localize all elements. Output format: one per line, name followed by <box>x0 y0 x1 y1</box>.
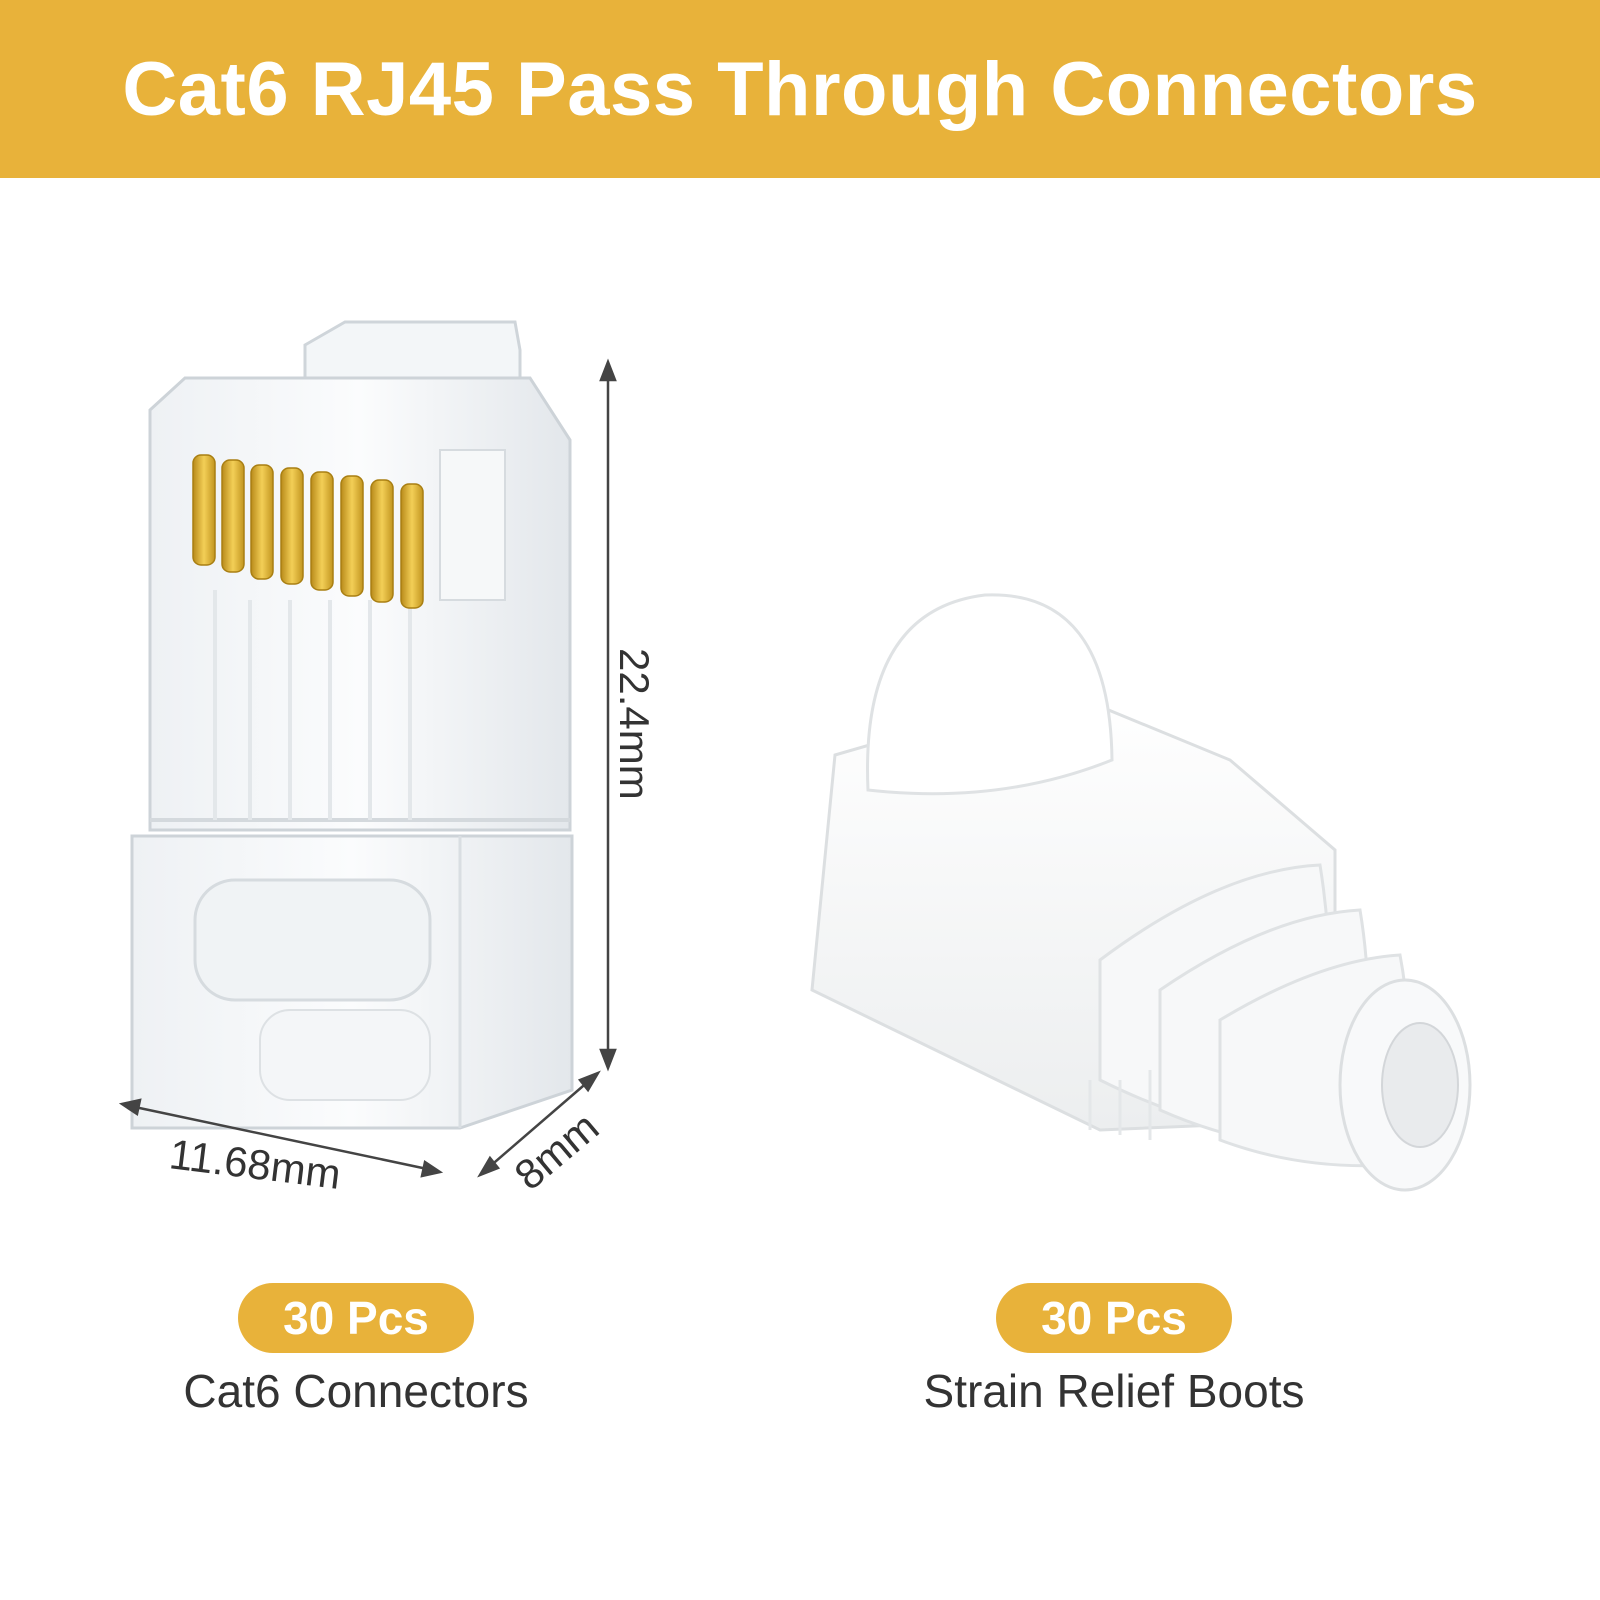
connector-quantity-badge: 30 Pcs <box>238 1283 474 1353</box>
connector-caption: Cat6 Connectors <box>183 1365 529 1417</box>
depth-dimension-label: 8mm <box>506 1103 608 1199</box>
rj45-connector-image <box>130 320 574 1130</box>
product-illustration: 22.4mm 11.68mm 8mm <box>118 320 1472 1199</box>
title-banner: Cat6 RJ45 Pass Through Connectors <box>0 0 1600 178</box>
dimension-lines <box>118 358 617 1178</box>
strain-relief-boot-image <box>810 593 1472 1192</box>
boot-quantity-text: 30 Pcs <box>1041 1292 1187 1344</box>
page-title: Cat6 RJ45 Pass Through Connectors <box>122 46 1478 132</box>
height-dimension-label: 22.4mm <box>611 648 658 800</box>
connector-quantity-text: 30 Pcs <box>283 1292 429 1344</box>
boot-quantity-badge: 30 Pcs <box>996 1283 1232 1353</box>
width-dimension-label: 11.68mm <box>167 1130 343 1198</box>
boot-caption: Strain Relief Boots <box>923 1365 1305 1417</box>
